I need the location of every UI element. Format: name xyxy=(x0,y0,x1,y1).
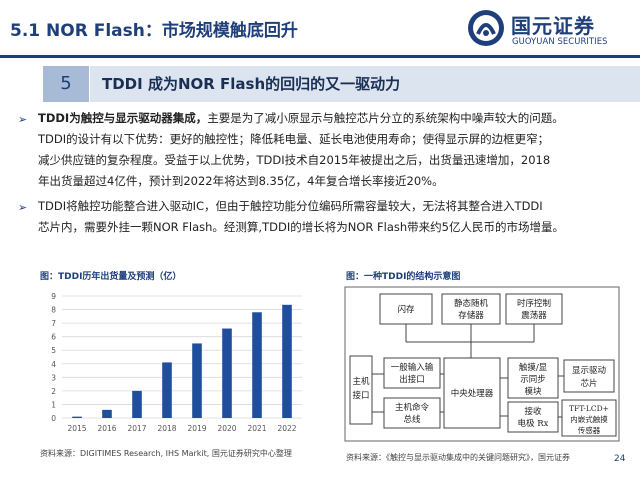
box-rx-line1: 接收 xyxy=(524,406,542,417)
box-cmd-line1: 主机命令 xyxy=(395,402,430,413)
diagram-title: 图：一种TDDI的结构示意图 xyxy=(346,272,461,282)
bullet-arrow-icon: ➢ xyxy=(18,113,28,126)
bullet-1-lead: TDDI为触控与显示驱动器集成， xyxy=(38,111,208,125)
bar-2020 xyxy=(222,328,232,418)
box-rx-line2: 电极 Rx xyxy=(518,418,549,429)
box-lcd-line1: TFT-LCD+ xyxy=(569,404,609,413)
bar-2022 xyxy=(282,304,292,418)
box-lcd-line2: 内嵌式触摸 xyxy=(570,414,608,424)
box-sram-line1: 静态随机 xyxy=(454,298,489,309)
bar-2016 xyxy=(102,409,112,418)
x-tick-label: 2022 xyxy=(277,424,296,433)
bullet-1-line-1: 主要是为了减小原显示与触控芯片分立的系统架构中噪声较大的问题。 xyxy=(207,111,564,125)
box-sync-line2: 示同步 xyxy=(520,375,546,385)
y-tick-label: 7 xyxy=(51,319,56,328)
y-tick-label: 0 xyxy=(51,414,56,423)
tddi-shipment-bar-chart: 0 1 2 3 4 5 6 7 8 9 2015 2016 2017 2018 2019 2020 2021 20… xyxy=(51,292,302,433)
box-gpio-line1: 一般输入输 xyxy=(391,362,434,373)
diagram-source: 资料来源：《触控与显示驱动集成中的关键问题研究》，国元证券 xyxy=(346,453,570,462)
bullet-paragraph-1: TDDI为触控与显示驱动器集成，主要是为了减小原显示与触控芯片分立的系统架构中噪… xyxy=(38,108,628,192)
chart-source: 资料来源：DIGITIMES Research, IHS Markit, 国元证… xyxy=(40,449,292,458)
x-tick-label: 2019 xyxy=(187,424,206,433)
x-tick-label: 2021 xyxy=(247,424,266,433)
bullet-paragraph-2: TDDI将触控功能整合进入驱动IC，但由于触控功能分位编码所需容量较大，无法将其… xyxy=(38,196,628,238)
y-tick-label: 4 xyxy=(51,360,56,369)
y-tick-label: 8 xyxy=(51,306,56,315)
box-cmd-line2: 总线 xyxy=(403,414,421,425)
y-tick-label: 5 xyxy=(51,346,56,355)
chart-title: 图：TDDI历年出货量及预测（亿） xyxy=(40,272,182,282)
box-host-line1: 主机 xyxy=(352,376,370,387)
box-gpio-line2: 出接口 xyxy=(399,374,425,385)
bar-2017 xyxy=(132,390,142,418)
box-sync-line1: 触摸/显 xyxy=(519,362,548,373)
box-driver-line1: 显示驱动 xyxy=(572,365,607,376)
box-timing-line2: 震荡器 xyxy=(521,310,547,321)
section-title: TDDI 成为NOR Flash的回归的又一驱动力 xyxy=(102,75,401,93)
y-tick-label: 9 xyxy=(51,292,56,301)
box-host-line2: 接口 xyxy=(352,390,369,401)
header-divider xyxy=(0,55,640,58)
box-sync-line3: 模块 xyxy=(524,386,542,397)
box-cpu: 中央处理器 xyxy=(451,388,494,399)
bullet-2-line-1: TDDI将触控功能整合进入驱动IC，但由于触控功能分位编码所需容量较大，无法将其… xyxy=(38,199,543,213)
y-tick-label: 2 xyxy=(51,387,56,396)
x-tick-label: 2016 xyxy=(97,424,116,433)
page-title: 5.1 NOR Flash：市场规模触底回升 xyxy=(10,21,298,41)
section-bar xyxy=(90,66,640,102)
bullet-arrow-icon: ➢ xyxy=(18,201,28,214)
bar-2021 xyxy=(252,312,262,418)
x-tick-label: 2015 xyxy=(67,424,86,433)
box-timing-line1: 时序控制 xyxy=(517,298,551,309)
y-tick-label: 1 xyxy=(51,400,56,409)
bullet-1-line-2: TDDI的设计有以下优势：更好的触控性；降低耗电量、延长电池使用寿命；使得显示屏… xyxy=(38,132,550,146)
box-flash: 闪存 xyxy=(397,304,415,315)
box-sram-line2: 存储器 xyxy=(458,310,484,321)
y-tick-label: 3 xyxy=(51,373,56,382)
section-number: 5 xyxy=(43,66,89,102)
y-tick-label: 6 xyxy=(51,333,56,342)
x-tick-label: 2020 xyxy=(217,424,236,433)
box-lcd-line3: 传感器 xyxy=(578,425,601,435)
guoyuan-logo-icon xyxy=(468,10,504,46)
bar-2018 xyxy=(162,362,172,418)
tddi-structure-diagram: 闪存 静态随机 存储器 时序控制 震荡器 主机 接口 一般输入输 出接口 主机命… xyxy=(344,286,620,442)
bullet-1-line-3: 减少供应链的复杂程度。受益于以上优势，TDDI技术自2015年被提出之后，出货量… xyxy=(38,153,551,167)
bullet-2-line-2: 芯片内，需要外挂一颗NOR Flash。经测算,TDDI的增长将为NOR Fla… xyxy=(38,220,564,234)
x-tick-label: 2018 xyxy=(157,424,176,433)
x-tick-label: 2017 xyxy=(127,424,146,433)
bullet-1-line-4: 年出货量超过4亿件，预计到2022年将达到8.35亿，4年复合增长率接近20%。 xyxy=(38,174,444,188)
bar-2019 xyxy=(192,343,202,418)
logo-name-en: GUOYUAN SECURITIES xyxy=(512,36,608,46)
box-driver-line2: 芯片 xyxy=(580,378,597,389)
logo-name-cn: 国元证券 xyxy=(511,14,595,38)
page-number: 24 xyxy=(614,454,626,464)
bar-2015 xyxy=(72,416,82,418)
